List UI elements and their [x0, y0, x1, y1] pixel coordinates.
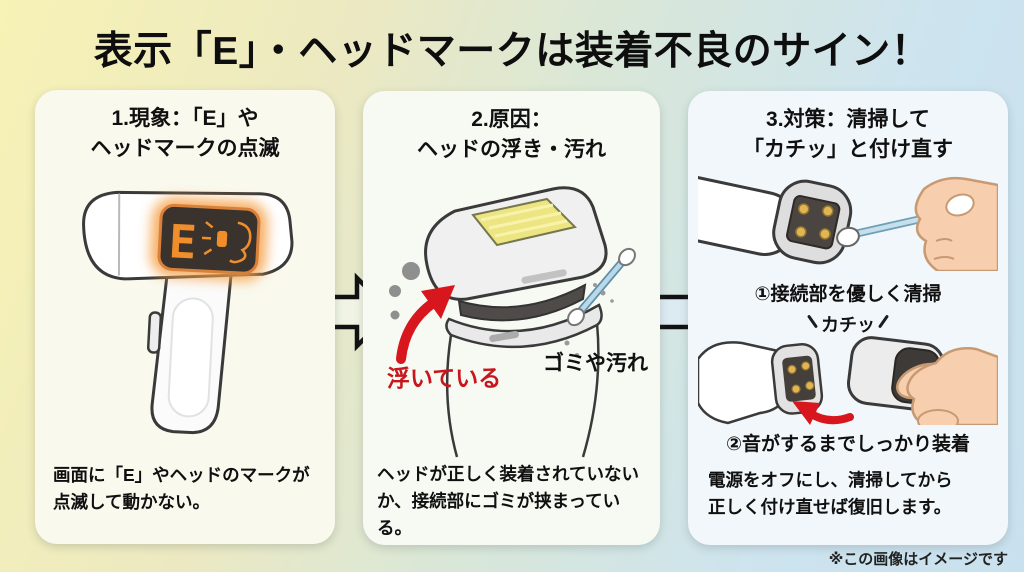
lifted-label: 浮いている: [387, 365, 502, 391]
page-title: 表示「E」・ヘッドマークは装着不良のサイン！: [93, 30, 931, 73]
ipl-device: E: [82, 190, 294, 435]
error-letter: E: [167, 214, 197, 269]
panel3-heading-line1: 3.対策：清掃して: [766, 108, 930, 131]
lamp-icon: [216, 230, 228, 248]
dust-icon: [389, 262, 420, 320]
hand-icon: [914, 176, 998, 271]
panel1-heading-line2: ヘッドマークの点滅: [90, 136, 280, 160]
panel2-caption-line1: ヘッドが正しく装着されていない: [377, 464, 639, 484]
panel2-heading-line2: ヘッドの浮き・汚れ: [417, 137, 606, 161]
specks-icon: [557, 283, 614, 361]
panel2-heading: 2.原因： ヘッドの浮き・汚れ: [363, 105, 660, 165]
face-profile-icon: [229, 221, 252, 264]
panel1-caption-line2: 点滅して動かない。: [53, 492, 210, 513]
connector-plate: [770, 343, 824, 415]
panel1-caption-line1: 画面に「E」やヘッドのマークが: [53, 465, 310, 485]
cotton-swab-icon: [567, 247, 636, 327]
side-button: [146, 311, 163, 354]
hand-icon: [895, 347, 998, 425]
click-sound-label: カチッ: [688, 311, 1008, 337]
step2-label: ②音がするまでしっかり装着: [725, 434, 971, 455]
panel-solution: 3.対策：清掃して 「カチッ」と付け直す: [688, 91, 1008, 545]
red-curve-arrow-icon: [396, 285, 455, 364]
panel3-caption-line2: 正しく付け直せば復旧します。: [708, 497, 952, 518]
emphasis-line-right: [877, 313, 890, 329]
emphasis-line-left: [806, 313, 819, 329]
attach-illustration: [698, 336, 998, 425]
panel3-heading: 3.対策：清掃して 「カチッ」と付け直す: [688, 105, 1008, 165]
gap-shadow: [457, 283, 587, 322]
panel1-caption: 画面に「E」やヘッドのマークが 点滅して動かない。: [53, 462, 327, 516]
dirt-label: ゴミや汚れ: [543, 352, 648, 375]
red-curve-arrow-icon: [792, 401, 854, 425]
cotton-swab-icon: [836, 213, 934, 248]
panel3-caption: 電源をオフにし、清掃してから 正しく付け直せば復旧します。: [708, 467, 1000, 521]
step1-label: ①接続部を優しく清掃: [754, 284, 942, 305]
panel2-heading-line1: 2.原因：: [471, 108, 552, 131]
image-disclaimer: ※この画像はイメージです: [828, 551, 1008, 568]
lifted-head-illustration: [389, 186, 636, 458]
panel-phenomenon: 1.現象：「E」や ヘッドマークの点滅 E: [35, 90, 335, 544]
device-error-illustration: E: [82, 190, 294, 435]
panel1-heading: 1.現象：「E」や ヘッドマークの点滅: [35, 104, 335, 164]
panel2-caption-line2: か、接続部にゴミが挟まっている。: [377, 491, 621, 539]
connector-plate: [772, 179, 853, 265]
head-piece: [424, 186, 608, 301]
panel2-caption: ヘッドが正しく装着されていない か、接続部にゴミが挟まっている。: [377, 461, 652, 542]
click-text: カチッ: [821, 315, 875, 335]
flash-icon: [201, 221, 214, 256]
panel-cause: 2.原因： ヘッドの浮き・汚れ: [363, 91, 660, 545]
cleaning-illustration: [698, 171, 998, 271]
panel3-caption-line1: 電源をオフにし、清掃してから: [708, 470, 953, 490]
panel3-heading-line2: 「カチッ」と付け直す: [743, 137, 953, 161]
panel1-heading-line1: 1.現象：「E」や: [111, 107, 259, 130]
